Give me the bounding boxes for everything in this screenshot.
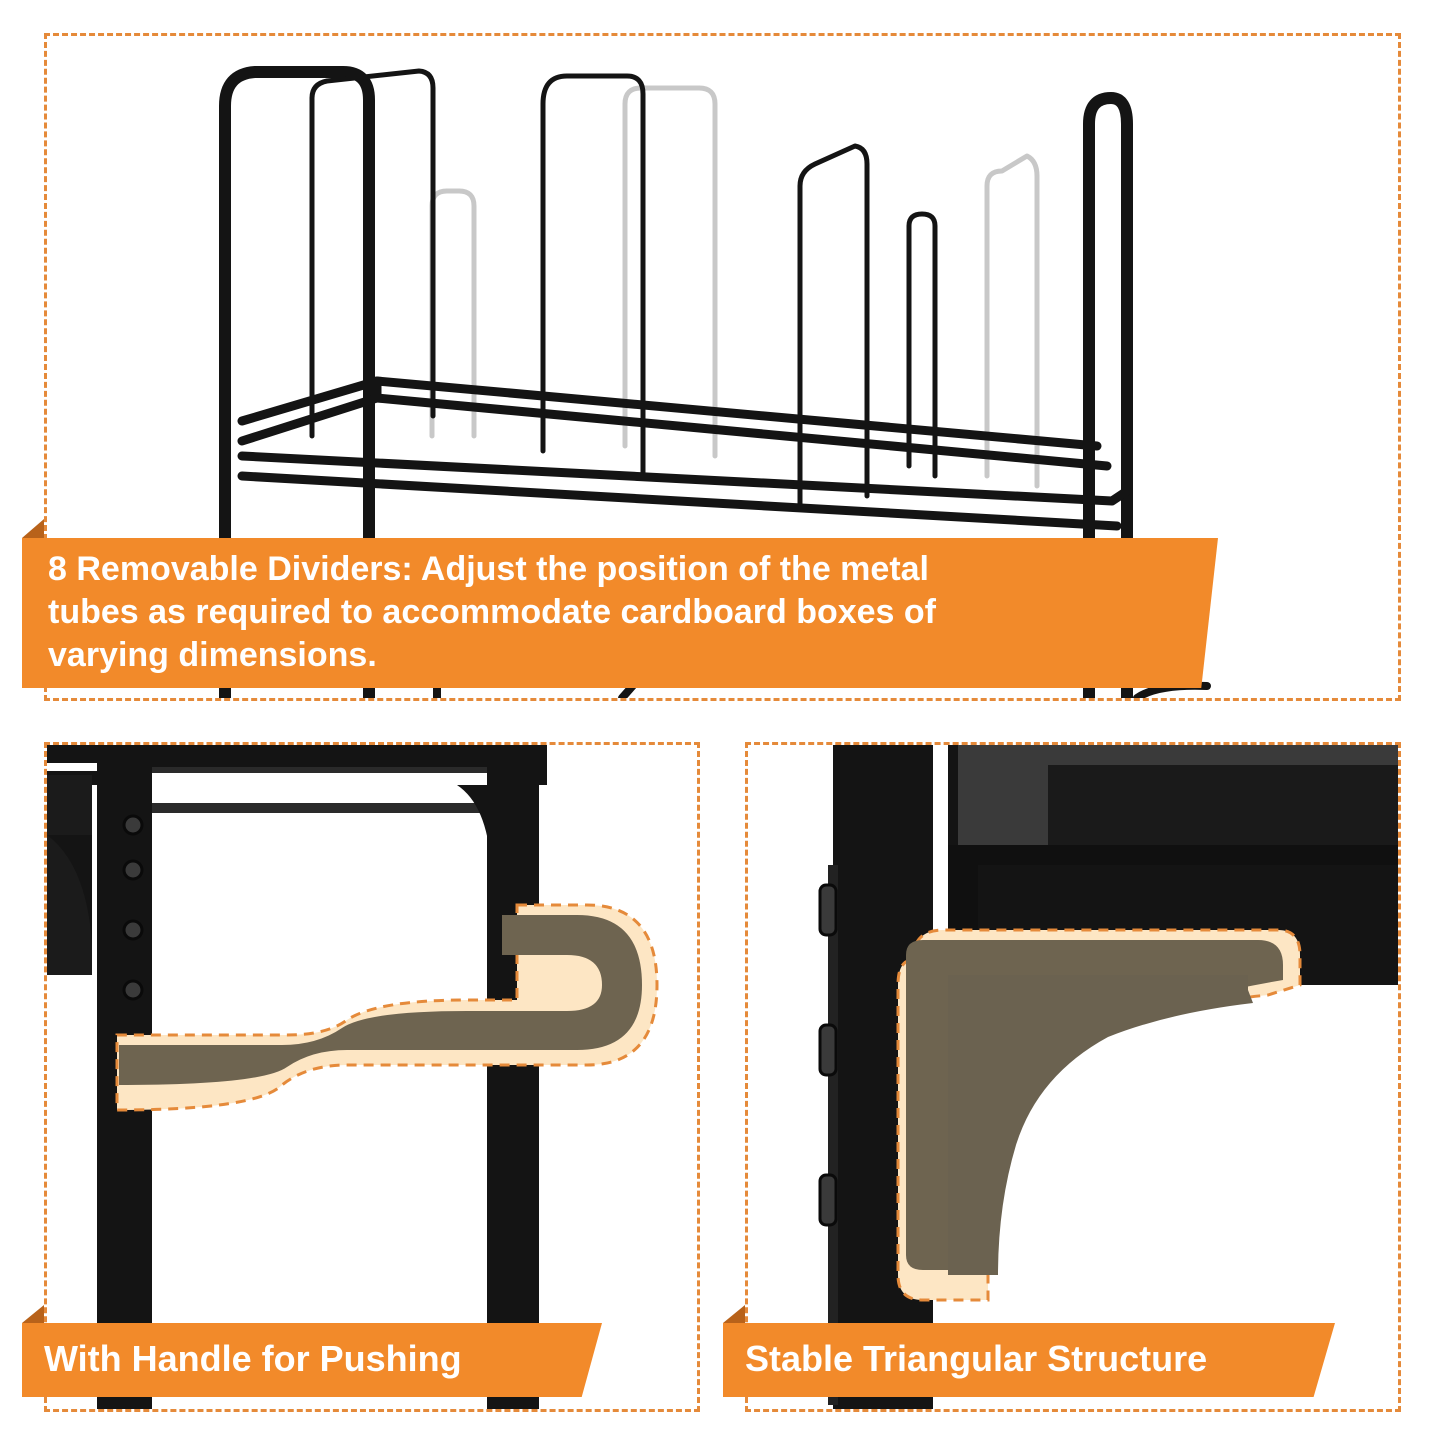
dividers-caption-banner: 8 Removable Dividers: Adjust the positio… — [22, 538, 1218, 688]
structure-caption-banner: Stable Triangular Structure — [723, 1323, 1335, 1397]
caption-text: Stable Triangular Structure — [745, 1338, 1208, 1379]
handle-feature-panel — [44, 742, 700, 1412]
caption-line: tubes as required to accommodate cardboa… — [48, 593, 937, 631]
rack-with-dividers-illustration — [219, 66, 1211, 698]
black-dividers — [309, 68, 938, 509]
banner-fold — [22, 519, 44, 538]
banner-fold — [723, 1305, 745, 1323]
caption-text: With Handle for Pushing — [44, 1338, 462, 1379]
bolt-icon — [122, 814, 144, 1001]
push-handle-illustration — [47, 745, 659, 1409]
ghost-dividers — [429, 85, 1040, 489]
handle-caption-banner: With Handle for Pushing — [22, 1323, 602, 1397]
caption-line: 8 Removable Dividers: Adjust the positio… — [48, 550, 929, 588]
push-handle-icon — [119, 915, 642, 1085]
banner-fold — [22, 1305, 44, 1323]
structure-feature-panel — [745, 742, 1401, 1412]
triangular-bracket-illustration — [818, 745, 1398, 1409]
caption-line: varying dimensions. — [48, 636, 377, 674]
bolt-icon — [818, 883, 838, 1227]
rack-base-rails — [237, 376, 1132, 531]
rack-end-frames — [219, 66, 1133, 698]
